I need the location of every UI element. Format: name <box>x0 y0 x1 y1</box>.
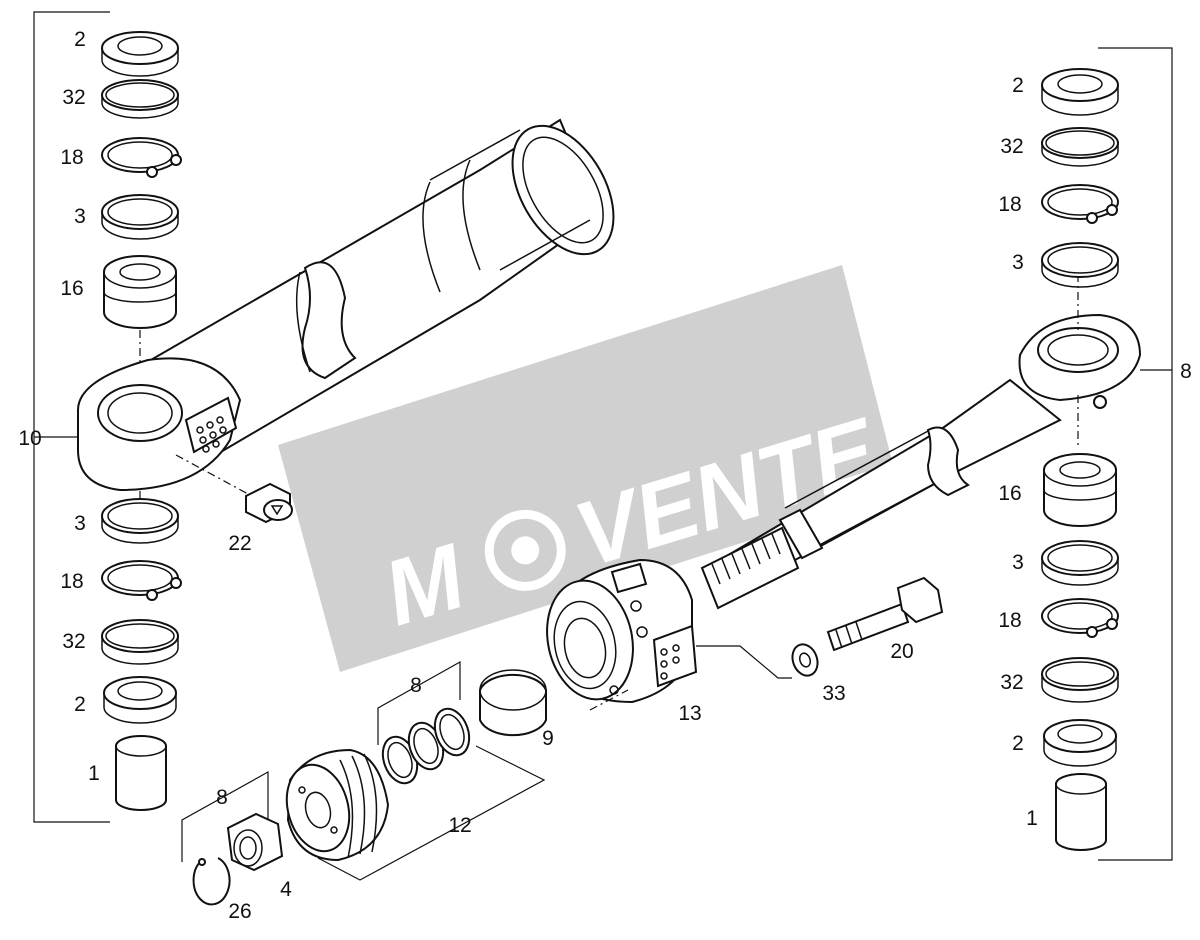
label-right-18-bottom: 18 <box>998 609 1021 632</box>
label-8-seals: 8 <box>410 674 422 697</box>
label-left-18-bottom: 18 <box>60 570 83 593</box>
label-left-3-top: 3 <box>74 205 86 228</box>
sleeve-1-left <box>115 735 167 811</box>
label-left-2-top: 2 <box>74 28 86 51</box>
nut-group-8 <box>181 770 269 862</box>
label-12: 12 <box>448 814 471 837</box>
label-left-32-top: 32 <box>62 86 85 109</box>
label-right-3-bottom: 3 <box>1012 551 1024 574</box>
label-right-32-bottom: 32 <box>1000 671 1023 694</box>
label-right-1: 1 <box>1026 807 1038 830</box>
label-left-2-bottom: 2 <box>74 693 86 716</box>
label-right-2-bottom: 2 <box>1012 732 1024 755</box>
label-left-10: 10 <box>18 427 41 450</box>
label-left-32-bottom: 32 <box>62 630 85 653</box>
label-4: 4 <box>280 878 292 901</box>
circlip-18-bottom-right <box>1041 598 1119 638</box>
label-8-nut: 8 <box>216 786 228 809</box>
ring-32-top-right <box>1041 127 1119 167</box>
ring-3-top-left <box>101 194 179 240</box>
label-33: 33 <box>822 682 845 705</box>
label-right-18-top: 18 <box>998 193 1021 216</box>
cylinder-barrel-10 <box>77 118 615 496</box>
right-assembly-bracket <box>1098 47 1173 861</box>
ring-3-bottom-left <box>101 498 179 544</box>
right-stack-parts <box>1041 68 1119 851</box>
spherical-bearing-16-left <box>103 255 177 329</box>
bolt-20 <box>826 576 944 652</box>
nut-4 <box>226 812 284 872</box>
label-right-3-top: 3 <box>1012 251 1024 274</box>
snap-ring-26 <box>192 857 231 906</box>
ring-32-bottom-right <box>1041 657 1119 703</box>
label-9: 9 <box>542 727 554 750</box>
seal-ring-2-bottom-right <box>1043 719 1117 767</box>
label-left-1: 1 <box>88 762 100 785</box>
label-13: 13 <box>678 702 701 725</box>
ring-3-bottom-right <box>1041 540 1119 586</box>
left-assembly-bracket <box>33 11 110 823</box>
label-left-3-bottom: 3 <box>74 512 86 535</box>
gland-13 <box>546 558 792 711</box>
ring-3-top-right <box>1041 242 1119 288</box>
label-left-16: 16 <box>60 277 83 300</box>
spherical-bearing-16-right <box>1043 453 1117 527</box>
piston-seals-8 <box>377 660 471 785</box>
label-right-8: 8 <box>1180 360 1192 383</box>
label-right-16: 16 <box>998 482 1021 505</box>
left-stack-parts <box>101 31 182 811</box>
piston-12 <box>285 745 546 881</box>
sleeve-1-right <box>1055 773 1107 851</box>
label-right-32-top: 32 <box>1000 135 1023 158</box>
ring-32-top-left <box>101 79 179 119</box>
label-right-2-top: 2 <box>1012 74 1024 97</box>
circlip-18-top-right <box>1041 184 1119 224</box>
washer-33 <box>791 643 819 677</box>
seal-ring-2-top-left <box>101 31 179 77</box>
circlip-18-top-left <box>101 137 182 178</box>
label-26: 26 <box>228 900 251 923</box>
seal-ring-2-top-right <box>1041 68 1119 116</box>
watermark-logo-icon <box>484 509 566 591</box>
left-labels: 2 32 18 3 16 10 3 18 32 2 1 <box>18 28 100 785</box>
label-left-18-top: 18 <box>60 146 83 169</box>
ring-32-bottom-left <box>101 619 179 665</box>
seal-ring-2-bottom-left <box>103 676 177 724</box>
bushing-9 <box>479 669 547 737</box>
screw-22 <box>245 482 293 524</box>
piston-rod-8 <box>700 274 1142 610</box>
label-22: 22 <box>228 532 251 555</box>
label-20: 20 <box>890 640 913 663</box>
circlip-18-bottom-left <box>101 560 182 601</box>
right-labels: 2 32 18 3 8 16 3 18 32 2 1 <box>998 74 1192 830</box>
